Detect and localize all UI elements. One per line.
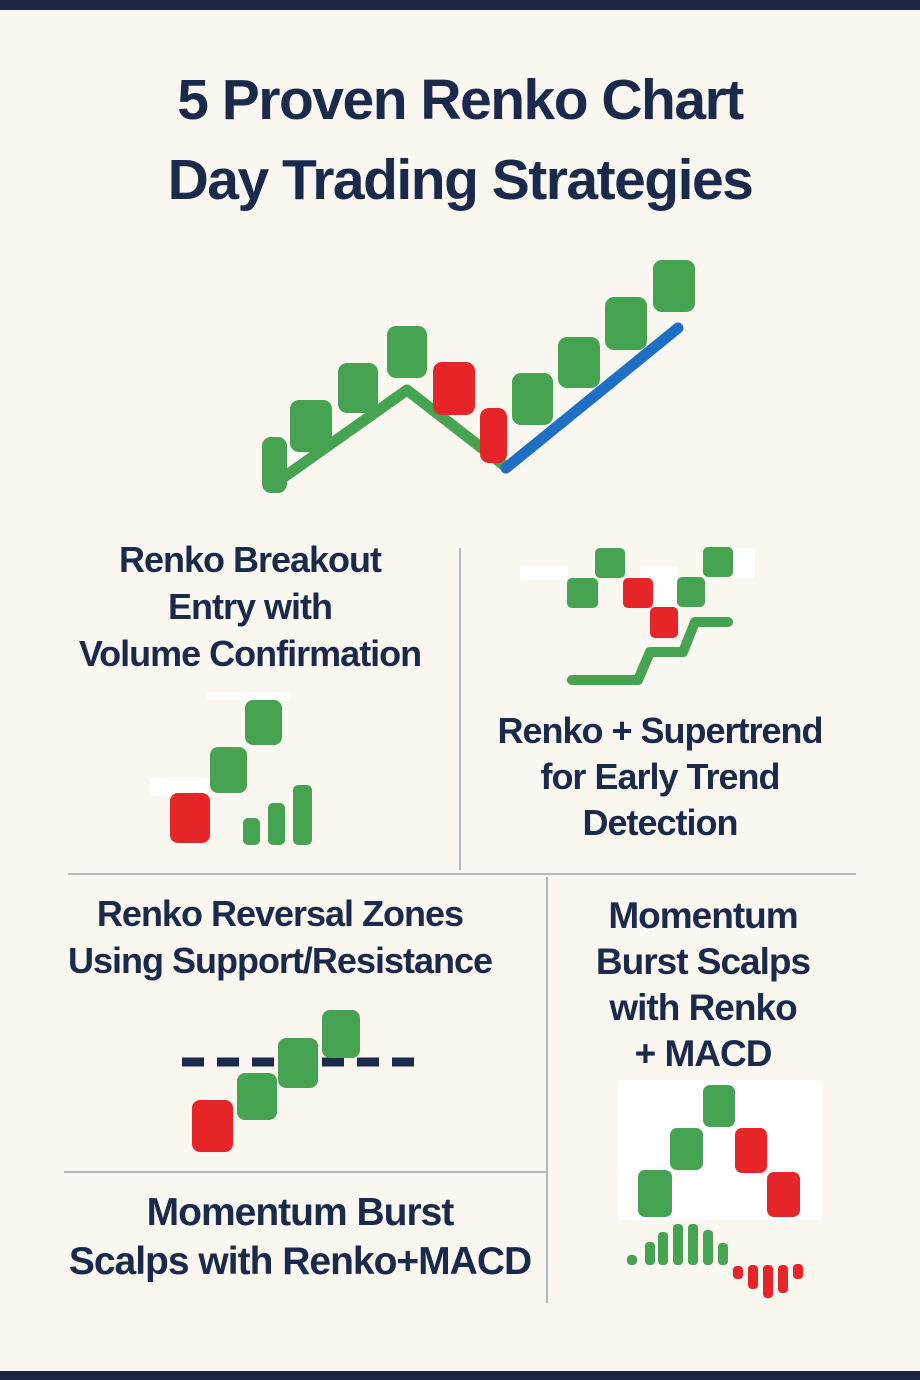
footer-line-1: Momentum Burst bbox=[146, 1191, 455, 1234]
page-title-line-1: 5 Proven Renko Chart bbox=[177, 68, 744, 132]
strategy-momentum-line-4: + MACD bbox=[634, 1033, 773, 1074]
bottom-border-bar bbox=[0, 1371, 920, 1380]
strategy-title-supertrend: Renko + Supertrend for Early Trend Detec… bbox=[465, 708, 855, 846]
hero-renko-chart bbox=[262, 260, 695, 493]
strategy-supertrend-line-1: Renko + Supertrend bbox=[497, 710, 823, 751]
strategy-momentum-line-3: with Renko bbox=[609, 987, 797, 1028]
momentum-macd-chart bbox=[618, 1080, 822, 1298]
top-border-bar bbox=[0, 0, 920, 10]
divider-horizontal-middle bbox=[68, 873, 856, 875]
page-title: 5 Proven Renko Chart Day Trading Strateg… bbox=[0, 60, 920, 220]
supertrend-chart bbox=[520, 547, 755, 685]
divider-vertical-bottom bbox=[546, 877, 548, 1303]
breakout-volume-chart bbox=[150, 692, 312, 845]
strategy-title-reversal: Renko Reversal Zones Using Support/Resis… bbox=[30, 890, 530, 984]
strategy-title-breakout: Renko Breakout Entry with Volume Confirm… bbox=[40, 536, 460, 677]
reversal-zones-chart bbox=[182, 1010, 422, 1152]
strategy-reversal-line-1: Renko Reversal Zones bbox=[96, 893, 464, 934]
divider-horizontal-lower-left bbox=[64, 1171, 546, 1173]
footer-line-2: Scalps with Renko+MACD bbox=[68, 1240, 532, 1283]
strategy-breakout-line-1: Renko Breakout bbox=[118, 539, 382, 580]
strategy-supertrend-line-3: Detection bbox=[582, 802, 738, 843]
strategy-momentum-line-2: Burst Scalps bbox=[595, 941, 811, 982]
strategy-momentum-line-1: Momentum bbox=[608, 895, 798, 936]
strategy-reversal-line-2: Using Support/Resistance bbox=[67, 940, 493, 981]
strategy-supertrend-line-2: for Early Trend bbox=[540, 756, 780, 797]
footer-strategy-title: Momentum Burst Scalps with Renko+MACD bbox=[30, 1188, 570, 1286]
strategy-breakout-line-2: Entry with bbox=[167, 586, 333, 627]
divider-vertical-top bbox=[459, 548, 461, 870]
strategy-title-momentum: Momentum Burst Scalps with Renko + MACD bbox=[553, 893, 853, 1077]
page-title-line-2: Day Trading Strategies bbox=[167, 148, 754, 212]
strategy-breakout-line-3: Volume Confirmation bbox=[78, 633, 422, 674]
